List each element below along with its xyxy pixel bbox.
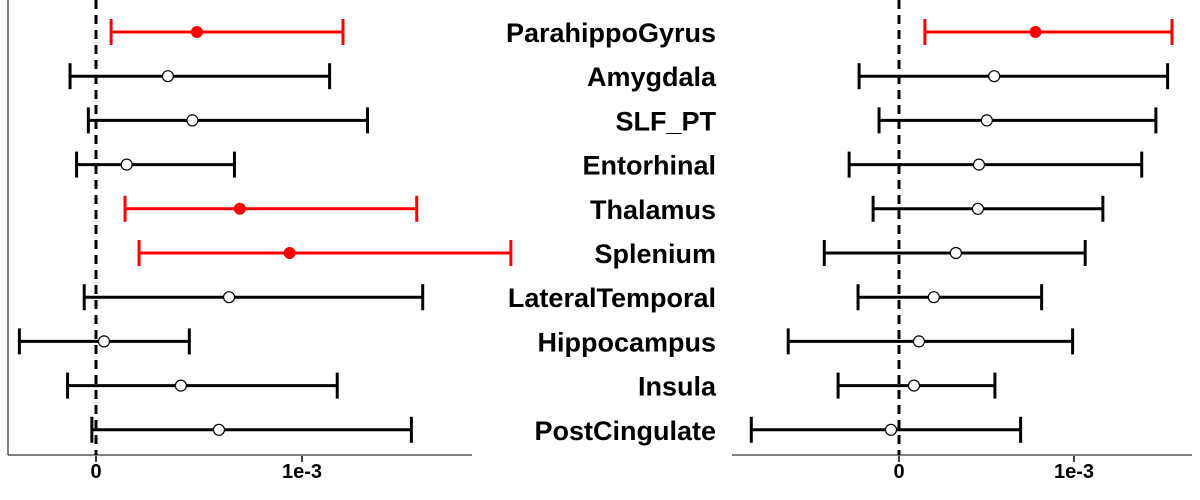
right-point-estimate [949,246,962,260]
right-point-estimate [971,202,985,215]
left-x-tick-label: 0 [90,461,101,483]
left-point-estimate [283,247,296,259]
right-point-estimate [972,158,986,171]
right-point-estimate [884,423,898,436]
left-point-estimate [190,26,203,38]
left-point-estimate [186,114,199,127]
right-point-estimate [907,379,921,392]
row-label: Insula [638,372,717,402]
row-label: Amygdala [587,62,717,92]
row-label: Hippocampus [537,327,716,357]
right-point-estimate [927,291,940,304]
right-panel: 0 1e-3 [732,0,1192,483]
row-label: Thalamus [590,195,716,225]
left-x-tick-label: 1e-3 [282,461,322,483]
row-label: Splenium [594,239,716,269]
right-point-estimate [980,114,993,127]
left-panel: 0 1e-3 [7,0,513,483]
row-label: LateralTemporal [508,283,716,313]
left-point-estimate [161,70,174,83]
left-point-estimate [120,158,133,171]
row-label: ParahippoGyrus [506,18,716,48]
row-label: PostCingulate [534,416,716,446]
left-point-estimate [97,335,111,348]
right-point-estimate [912,335,926,348]
left-point-estimate [222,291,236,304]
right-x-tick-label: 1e-3 [1054,461,1094,483]
left-point-estimate [174,379,187,392]
row-label: SLF_PT [615,106,716,136]
row-label: Entorhinal [583,151,717,181]
left-point-estimate [233,202,246,215]
right-point-estimate [1029,26,1042,38]
right-x-tick-label: 0 [893,461,904,483]
left-point-estimate [212,423,226,436]
right-point-estimate [988,70,1001,83]
